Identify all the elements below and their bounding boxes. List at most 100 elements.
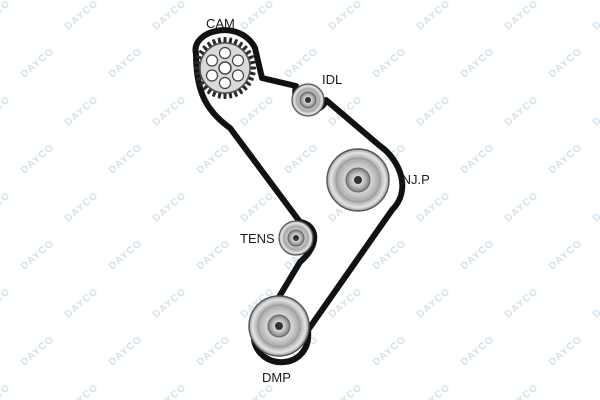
cam-tooth [232,90,239,98]
injection-pump-pulley [326,148,390,212]
watermark-text: DAYCO [151,382,189,400]
watermark-text: DAYCO [591,0,600,32]
watermark-text: DAYCO [547,46,585,80]
cam-tooth [247,54,255,61]
watermark-text: DAYCO [0,286,13,320]
cam-tooth [247,75,255,82]
cam-tooth [194,66,201,70]
cam-tooth [195,54,203,61]
cam-hole [218,46,232,60]
watermark-text: DAYCO [547,334,585,368]
watermark-text: DAYCO [107,46,145,80]
watermark-text: DAYCO [151,190,189,224]
cam-tooth [228,92,233,99]
watermark-text: DAYCO [459,334,497,368]
watermark-text: DAYCO [327,94,365,128]
cam-tooth [217,92,222,99]
watermark-text: DAYCO [415,0,453,32]
watermark-text: DAYCO [503,190,541,224]
watermark-text: DAYCO [195,238,233,272]
cam-gear-icon [194,37,256,99]
watermark-text: DAYCO [19,46,57,80]
watermark-text: DAYCO [371,334,409,368]
label-injp: INJ.P [398,172,430,187]
cam-hole [205,54,219,67]
watermark-text: DAYCO [151,0,189,32]
watermark-text: DAYCO [0,0,13,32]
watermark-text: DAYCO [503,286,541,320]
tensioner-pulley [278,220,314,256]
watermark-text: DAYCO [503,94,541,128]
watermark-text: DAYCO [107,334,145,368]
cam-hole [218,76,232,90]
watermark-text: DAYCO [591,382,600,400]
watermark-text: DAYCO [503,0,541,32]
cam-tooth [249,71,256,76]
label-idl: IDL [322,72,342,87]
watermark-text: DAYCO [151,94,189,128]
label-cam: CAM [206,16,235,31]
cam-hole [231,69,245,82]
label-dmp: DMP [262,370,291,385]
watermark-text: DAYCO [283,142,321,176]
watermark-text: DAYCO [19,334,57,368]
watermark-text: DAYCO [239,94,277,128]
watermark-text: DAYCO [283,46,321,80]
watermark-text: DAYCO [239,190,277,224]
cam-hole [205,69,219,82]
cam-tooth [211,90,218,98]
cam-hole [231,54,245,67]
watermark-text: DAYCO [0,94,13,128]
cam-tooth [232,38,239,46]
cam-tooth [194,60,201,65]
damper-pulley [248,295,310,357]
watermark-text: DAYCO [415,190,453,224]
cam-tooth [228,37,233,44]
watermark-text: DAYCO [459,142,497,176]
watermark-text: DAYCO [63,382,101,400]
watermark-text: DAYCO [19,142,57,176]
label-tens: TENS [240,231,275,246]
cam-tooth [194,71,201,76]
idler-pulley [291,83,325,117]
cam-tooth [195,75,203,82]
watermark-text: DAYCO [459,238,497,272]
watermark-text: DAYCO [195,142,233,176]
watermark-text: DAYCO [0,190,13,224]
watermark-text: DAYCO [591,286,600,320]
cam-tooth [223,37,227,44]
cam-tooth [217,37,222,44]
cam-tooth [249,60,256,65]
cam-tooth [211,38,218,46]
watermark-text: DAYCO [239,0,277,32]
watermark-text: DAYCO [151,286,189,320]
watermark-text: DAYCO [63,94,101,128]
watermark-text: DAYCO [107,142,145,176]
cam-tooth [249,66,256,70]
watermark-text: DAYCO [459,46,497,80]
cam-sprocket [194,37,256,99]
watermark-text: DAYCO [63,190,101,224]
watermark-text: DAYCO [503,382,541,400]
watermark-text: DAYCO [63,286,101,320]
watermark-text: DAYCO [415,94,453,128]
watermark-text: DAYCO [415,286,453,320]
watermark-text: DAYCO [327,0,365,32]
watermark-text: DAYCO [63,0,101,32]
cam-sprocket-holes [205,46,245,90]
watermark-text: DAYCO [547,142,585,176]
watermark-text: DAYCO [547,238,585,272]
watermark-text: DAYCO [371,238,409,272]
watermark-text: DAYCO [327,382,365,400]
cam-tooth [223,92,227,99]
watermark-text: DAYCO [371,46,409,80]
watermark-text: DAYCO [591,190,600,224]
watermark-text: DAYCO [591,94,600,128]
watermark-text: DAYCO [107,238,145,272]
watermark-text: DAYCO [19,238,57,272]
watermark-text: DAYCO [0,382,13,400]
watermark-text: DAYCO [195,334,233,368]
watermark-text: DAYCO [415,382,453,400]
